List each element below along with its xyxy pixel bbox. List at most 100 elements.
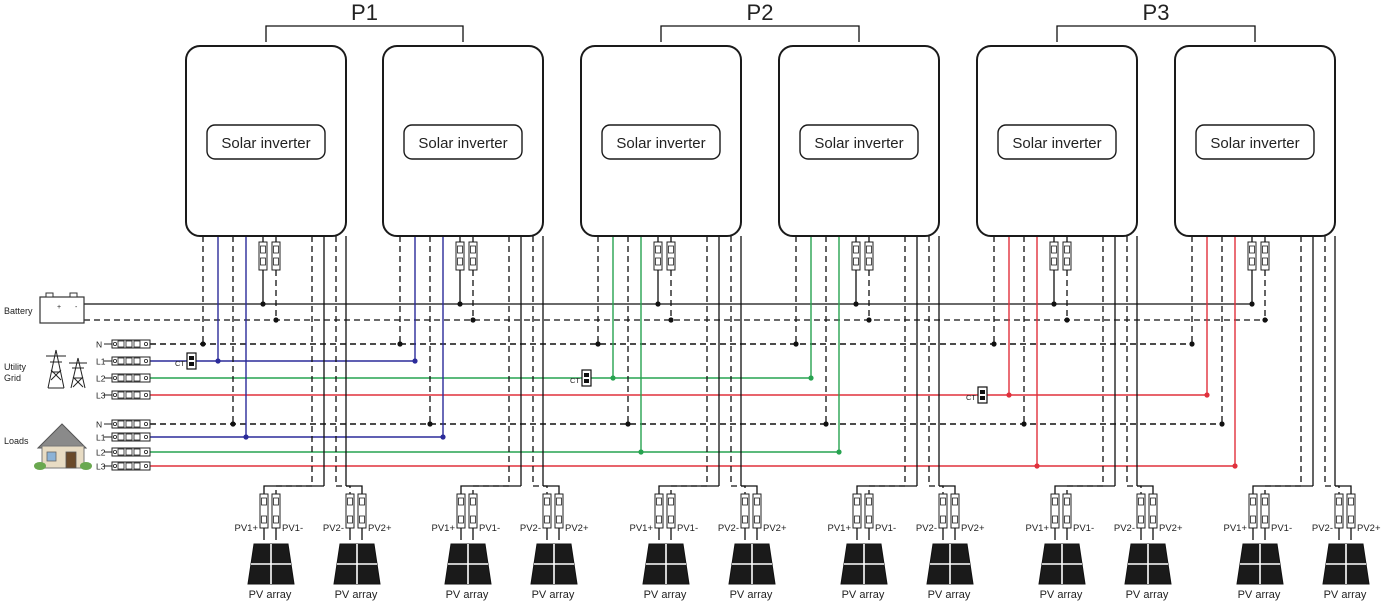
line-label: L1 <box>96 357 106 367</box>
inverter-label: Solar inverter <box>814 135 903 152</box>
pv-array-label: PV array <box>1238 589 1281 601</box>
battery-label: Battery <box>4 306 33 316</box>
solar-panel-icon <box>728 543 776 585</box>
line-label: L1 <box>96 433 106 443</box>
house-icon <box>34 423 92 470</box>
pv-terminal-label: PV1+ <box>629 523 653 534</box>
group-label: P2 <box>747 0 774 25</box>
junction-node <box>397 341 403 347</box>
pv-terminal-label: PV1+ <box>234 523 258 534</box>
pv-terminal-label: PV2- <box>1114 523 1135 534</box>
pv-terminal-label: PV1+ <box>827 523 851 534</box>
pv-array-label: PV array <box>446 589 489 601</box>
pv-terminal-label: PV2- <box>1312 523 1333 534</box>
pv-terminal-label: PV2- <box>323 523 344 534</box>
junction-node <box>595 341 601 347</box>
inverter-label: Solar inverter <box>221 135 310 152</box>
pv-terminal-label: PV2+ <box>565 523 589 534</box>
line-label: L3 <box>96 391 106 401</box>
junction-node <box>1021 421 1027 427</box>
pv-terminal-label: PV2+ <box>763 523 787 534</box>
junction-node <box>1232 463 1238 469</box>
solar-inverter: Solar inverter <box>382 45 544 237</box>
junction-node <box>823 421 829 427</box>
line-label: N <box>96 340 102 350</box>
pv-array-label: PV array <box>335 589 378 601</box>
inverter-label-box <box>206 124 326 160</box>
solar-panel-icon <box>1322 543 1370 585</box>
junction-node <box>1064 317 1070 323</box>
inverter-label-box <box>799 124 919 160</box>
solar-panel-icon <box>1124 543 1172 585</box>
grid-label-line1: Utility <box>4 362 26 372</box>
junction-node <box>853 301 859 307</box>
power-sources: + - Battery Utility Grid Loads NL1L2L3NL… <box>4 292 151 472</box>
inverter-label: Solar inverter <box>616 135 705 152</box>
junction-node <box>1034 463 1040 469</box>
solar-panel-icon <box>926 543 974 585</box>
svg-text:-: - <box>75 304 78 311</box>
junction-node <box>668 317 674 323</box>
junction-node <box>215 358 221 364</box>
pv-array-label: PV array <box>1040 589 1083 601</box>
junction-node <box>866 317 872 323</box>
pv-terminal-label: PV1+ <box>431 523 455 534</box>
group-label: P3 <box>1143 0 1170 25</box>
solar-panel-icon <box>333 543 381 585</box>
pv-array-label: PV array <box>842 589 885 601</box>
junction-node <box>638 449 644 455</box>
loads-label: Loads <box>4 436 29 446</box>
group-bracket <box>265 25 464 42</box>
pv-terminal-label: PV1+ <box>1223 523 1247 534</box>
group-label: P1 <box>351 0 378 25</box>
ct-sensor-icon <box>977 386 988 404</box>
pv-arrays: PV1+ PV1- PV2- PV2+ PV array PV array PV1+ PV1-… <box>234 485 1381 601</box>
solar-inverter: Solar inverter <box>185 45 347 237</box>
pv-terminal-label: PV1- <box>1073 523 1094 534</box>
inverters: Solar inverter Solar inverter Solar invert… <box>185 45 1336 237</box>
junction-node <box>243 434 249 440</box>
solar-inverter: Solar inverter <box>778 45 940 237</box>
pv-array-label: PV array <box>730 589 773 601</box>
pv-terminal-label: PV1- <box>282 523 303 534</box>
pv-terminal-label: PV2- <box>718 523 739 534</box>
pv-terminal-label: PV2+ <box>961 523 985 534</box>
junction-node <box>610 375 616 381</box>
pv-terminal-label: PV2- <box>520 523 541 534</box>
group-bracket <box>660 25 860 42</box>
junction-node <box>200 341 206 347</box>
ct-label: CT <box>570 376 580 385</box>
junction-node <box>1189 341 1195 347</box>
junction-node <box>230 421 236 427</box>
pv-array-label: PV array <box>644 589 687 601</box>
inverter-label: Solar inverter <box>1012 135 1101 152</box>
inverter-label: Solar inverter <box>1210 135 1299 152</box>
solar-panel-icon <box>530 543 578 585</box>
line-label: L2 <box>96 374 106 384</box>
ct-label: CT <box>966 393 976 402</box>
pv-terminal-label: PV1- <box>875 523 896 534</box>
inverter-label-box <box>1195 124 1315 160</box>
junction-node <box>793 341 799 347</box>
pv-terminal-label: PV2+ <box>1357 523 1381 534</box>
utility-grid-icon <box>46 349 87 389</box>
inverter-label-box <box>601 124 721 160</box>
inverter-label: Solar inverter <box>418 135 507 152</box>
junction-node <box>1262 317 1268 323</box>
pv-terminal-label: PV1- <box>1271 523 1292 534</box>
group-bracket <box>1056 25 1256 42</box>
battery-icon: + - <box>39 292 85 324</box>
junction-node <box>808 375 814 381</box>
pv-array-label: PV array <box>928 589 971 601</box>
inverter-label-box <box>997 124 1117 160</box>
svg-text:+: + <box>57 304 61 311</box>
junction-node <box>440 434 446 440</box>
inverter-label-box <box>403 124 523 160</box>
junction-node <box>1051 301 1057 307</box>
junction-node <box>836 449 842 455</box>
solar-inverter: Solar inverter <box>580 45 742 237</box>
solar-panel-icon <box>1038 543 1086 585</box>
